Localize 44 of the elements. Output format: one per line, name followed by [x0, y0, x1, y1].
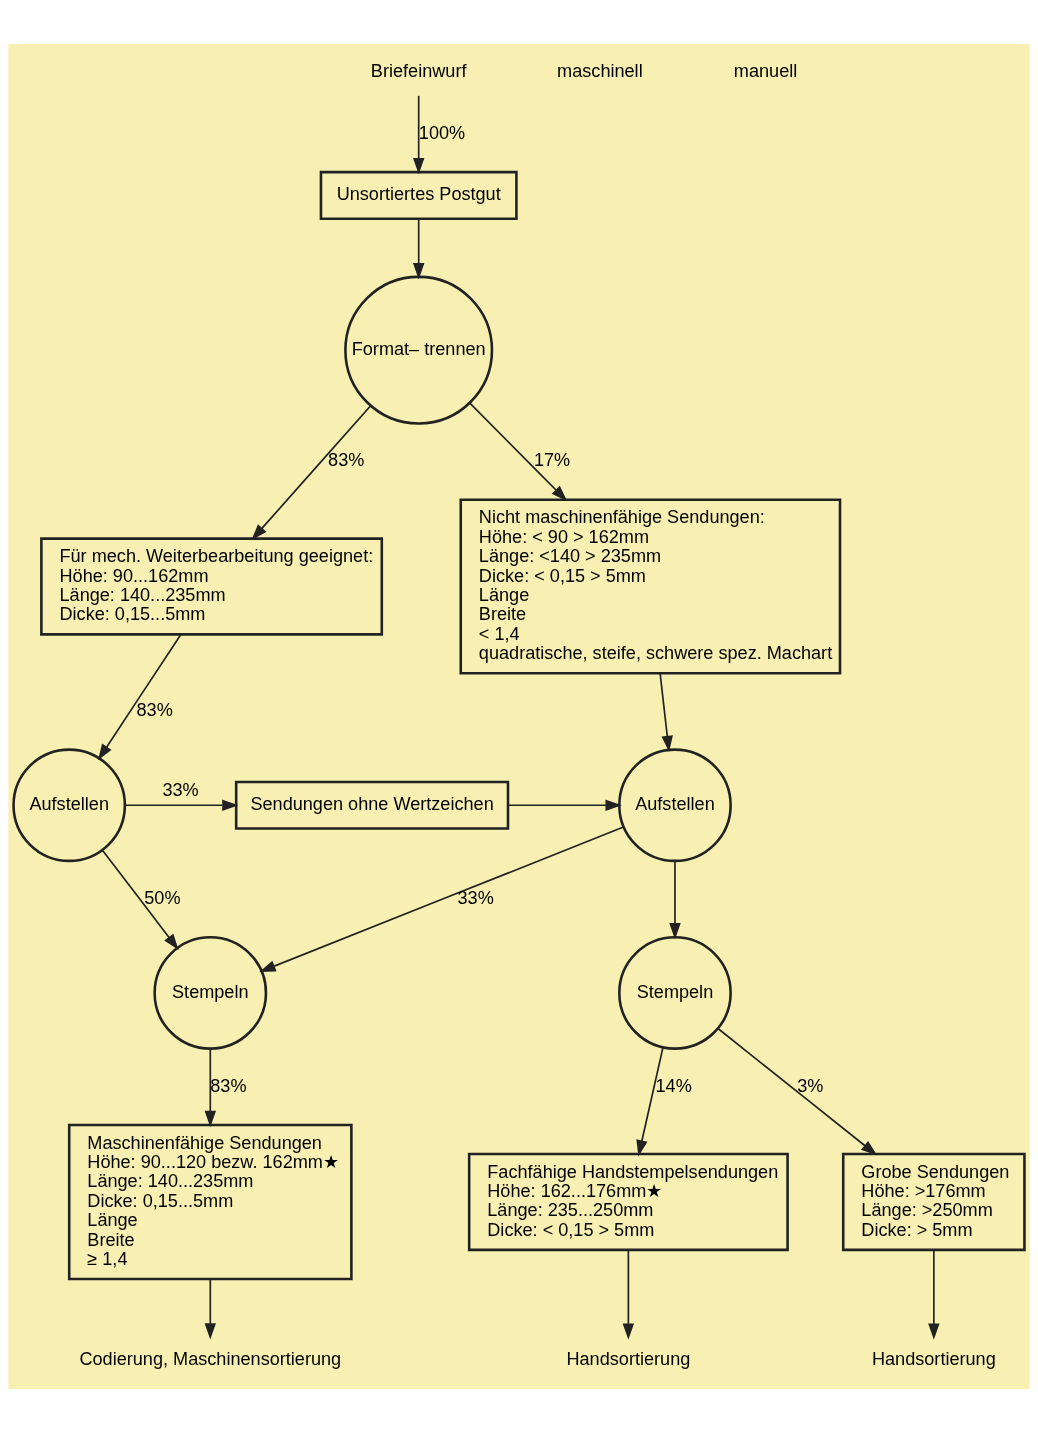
node-text: Handsortierung — [566, 1348, 691, 1369]
node-box: Nicht maschinenfähige Sendungen: Höhe: < 90 > 162mm Länge: <140 > 235mm Dicke: < 0,15 > 5mm Länge Breite < 1,4 quadratische, steife, schwere spez. Machart — [459, 497, 842, 674]
label: manuell — [733, 60, 798, 81]
arrow — [101, 849, 179, 950]
arrow — [124, 799, 239, 811]
arrow — [622, 1248, 635, 1340]
node-box: Maschinenfähige Sendungen Höhe: 90...120 bezw. 162mm★ Länge: 140...235mm Dicke: 0,15...5mm Länge Breite ≥ 1,4 — [67, 1123, 353, 1280]
node-box: Fachfähige Handstempelsendungen Höhe: 162...176mm★ Länge: 235...250mm Dicke: < 0,15 > 5mm — [467, 1152, 789, 1251]
arrow — [717, 1027, 878, 1156]
label: maschinell — [557, 60, 643, 81]
edge-label: 14% — [655, 1075, 692, 1096]
node-box: Sendungen ohne Wertzeichen — [234, 780, 510, 830]
edge-label: 100% — [418, 122, 466, 143]
node-circle: Format– trennen — [344, 275, 494, 425]
edge-label: 83% — [136, 699, 173, 720]
arrow — [669, 859, 681, 939]
edge-label: 33% — [457, 887, 494, 908]
node-text: Codierung, Maschinensortierung — [79, 1348, 342, 1369]
edge-label: 33% — [162, 779, 199, 800]
arrow — [636, 1046, 664, 1156]
node-circle: Aufstellen — [618, 747, 732, 862]
node-text: Briefeinwurf — [370, 60, 467, 81]
arrow — [251, 404, 372, 540]
node-box: Für mech. Weiterbearbeitung geeignet: Höhe: 90...162mm Länge: 140...235mm Dicke: 0,15...5mm — [40, 536, 384, 636]
arrow — [928, 1248, 940, 1340]
arrow — [507, 799, 622, 811]
node-circle: Stempeln — [618, 935, 732, 1050]
arrow — [97, 633, 182, 760]
arrow — [204, 1278, 216, 1339]
arrow — [659, 671, 673, 752]
node-box: Grobe Sendungen Höhe: >176mm Länge: >250mm Dicke: > 5mm — [841, 1152, 1026, 1251]
arrow — [259, 825, 625, 972]
edge-label: 50% — [144, 887, 181, 908]
arrow — [204, 1047, 216, 1127]
arrow — [412, 217, 425, 279]
edge-label: 83% — [210, 1075, 247, 1096]
node-circle: Aufstellen — [12, 747, 127, 862]
arrow — [412, 94, 425, 174]
edge-label: 3% — [797, 1075, 824, 1096]
edge-label: 17% — [533, 449, 571, 470]
arrow — [469, 402, 568, 501]
node-box: Unsortiertes Postgut — [319, 170, 518, 220]
node-text: Handsortierung — [871, 1348, 996, 1369]
edge-label: 83% — [328, 449, 365, 470]
